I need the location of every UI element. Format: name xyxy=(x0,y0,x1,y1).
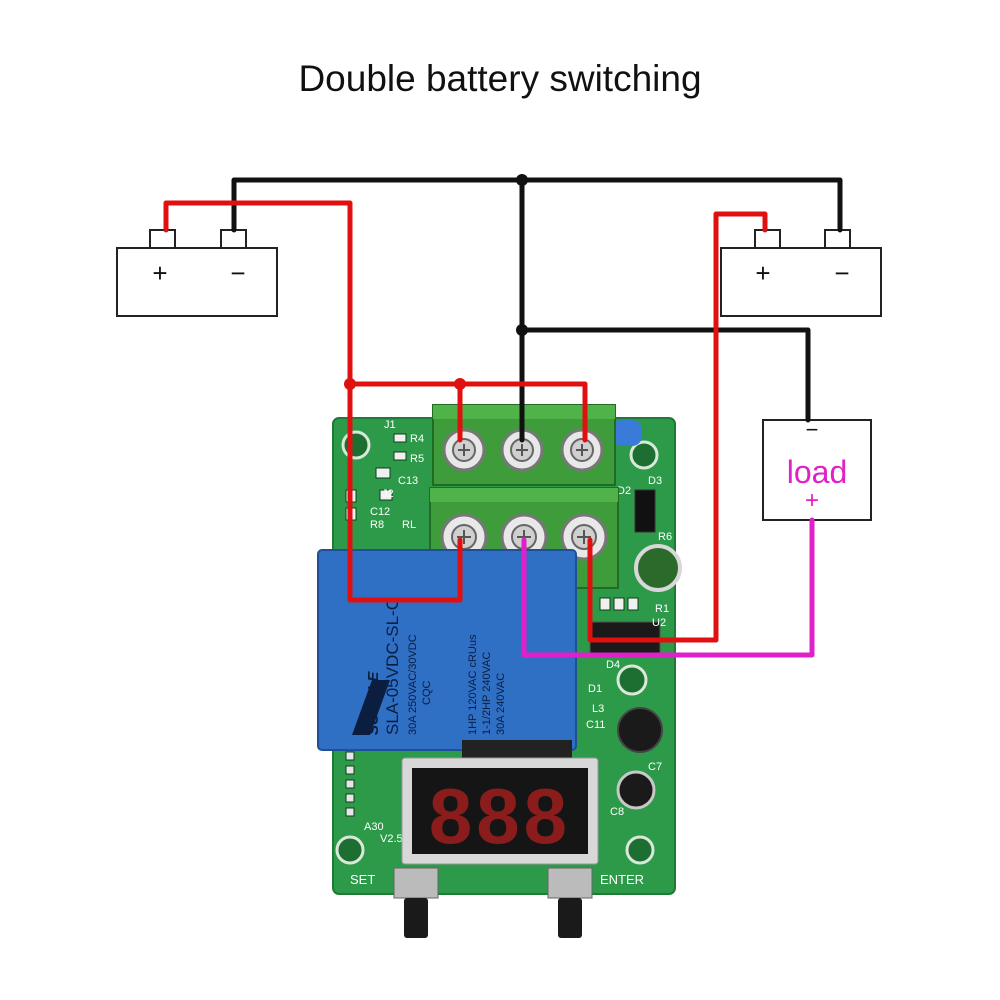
svg-text:SLA-05VDC-SL-C: SLA-05VDC-SL-C xyxy=(383,598,402,735)
battery-plus-label: + xyxy=(755,258,770,288)
svg-text:D2: D2 xyxy=(617,485,631,497)
mounting-hole xyxy=(341,430,371,460)
battery-plus-label: + xyxy=(152,258,167,288)
svg-text:R4: R4 xyxy=(410,433,424,445)
battery-terminal-plus xyxy=(149,229,176,249)
set-button[interactable] xyxy=(393,867,439,938)
svg-text:RL: RL xyxy=(402,519,416,531)
enter-button[interactable] xyxy=(547,867,593,938)
battery-terminal-minus xyxy=(824,229,851,249)
mounting-hole xyxy=(625,835,655,865)
battery-minus-label: − xyxy=(230,258,245,288)
battery-terminal-minus xyxy=(220,229,247,249)
diode-d3 xyxy=(634,489,656,533)
relay-logo xyxy=(352,680,390,735)
svg-text:R8: R8 xyxy=(370,519,384,531)
wire-junctions xyxy=(344,174,528,390)
load-box: − load + xyxy=(762,417,872,521)
load-minus-label: − xyxy=(806,417,819,442)
load-plus-label: + xyxy=(805,487,819,514)
screw-terminal xyxy=(440,513,488,561)
svg-text:SET: SET xyxy=(350,872,375,887)
svg-text:30A 240VAC: 30A 240VAC xyxy=(495,673,507,735)
svg-text:V2.5: V2.5 xyxy=(380,833,403,845)
mounting-hole xyxy=(629,440,659,470)
svg-text:C8: C8 xyxy=(610,806,624,818)
junction-dot xyxy=(516,174,528,186)
svg-text:30A 250VAC/30VDC: 30A 250VAC/30VDC xyxy=(407,634,419,735)
seven-segment-display: 888 xyxy=(401,740,599,865)
relay: SONGLE SLA-05VDC-SL-C 30A 250VAC/30VDC C… xyxy=(317,549,577,751)
svg-text:U2: U2 xyxy=(652,617,666,629)
svg-text:A30: A30 xyxy=(364,821,384,833)
battery-right: + − xyxy=(720,229,882,317)
svg-text:ENTER: ENTER xyxy=(600,872,644,887)
svg-text:1HP 120VAC cRUus: 1HP 120VAC cRUus xyxy=(467,634,479,735)
svg-text:L3: L3 xyxy=(592,703,604,715)
mounting-hole xyxy=(335,835,365,865)
svg-text:C11: C11 xyxy=(586,719,605,731)
terminal-screws xyxy=(440,428,608,561)
svg-text:D1: D1 xyxy=(588,683,602,695)
svg-text:CQC: CQC xyxy=(421,681,433,706)
svg-text:J1: J1 xyxy=(384,419,396,431)
inductor-l3 xyxy=(617,707,663,753)
wire-red-supply-bus xyxy=(347,381,588,443)
capacitor-c7 xyxy=(616,770,656,810)
screw-terminal xyxy=(560,428,604,472)
svg-text:D4: D4 xyxy=(606,659,620,671)
junction-dot xyxy=(516,324,528,336)
load-label: load xyxy=(787,454,848,490)
battery-terminal-plus xyxy=(754,229,781,249)
silkscreen-labels: J1 R4 R5 C13 J2 C12 R8 RL D2 D3 R6 U2 R1… xyxy=(350,419,672,887)
svg-text:R5: R5 xyxy=(410,453,424,465)
wire-black-to-load-negative xyxy=(519,327,811,423)
battery-minus-label: − xyxy=(834,258,849,288)
wire-red-left-battery-positive xyxy=(163,200,463,603)
svg-text:R6: R6 xyxy=(658,531,672,543)
display-digits: 888 xyxy=(429,772,571,860)
junction-dot xyxy=(344,378,356,390)
wire-magenta-to-load-positive xyxy=(521,517,815,658)
svg-text:D3: D3 xyxy=(648,475,662,487)
svg-text:C7: C7 xyxy=(648,761,662,773)
battery-left: + − xyxy=(116,229,278,317)
junction-dot xyxy=(454,378,466,390)
svg-text:C12: C12 xyxy=(370,506,390,518)
svg-text:J2: J2 xyxy=(382,488,394,500)
mounting-hole xyxy=(616,664,648,696)
svg-text:C13: C13 xyxy=(398,475,418,487)
wire-red-right-battery-positive xyxy=(587,211,768,643)
svg-text:1-1/2HP 240VAC: 1-1/2HP 240VAC xyxy=(481,652,493,735)
capacitor-blue xyxy=(612,420,642,446)
page-title: Double battery switching xyxy=(298,58,702,99)
svg-text:R1: R1 xyxy=(655,603,669,615)
electrolytic-capacitor xyxy=(634,544,682,592)
pin-header xyxy=(345,751,355,817)
screw-terminal xyxy=(442,428,486,472)
